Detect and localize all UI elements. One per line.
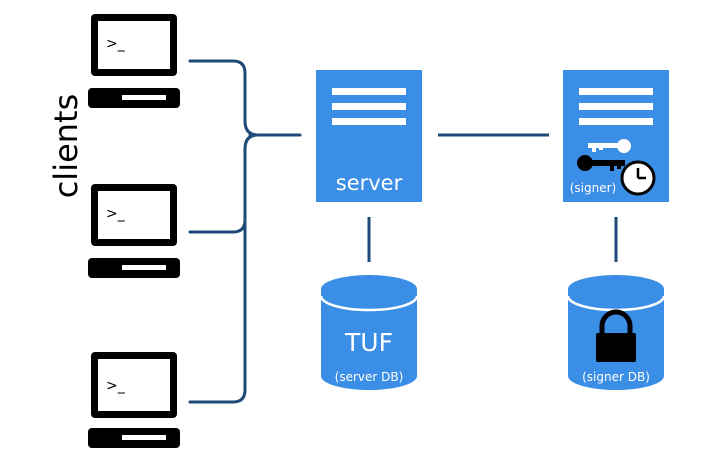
connector-client-2 — [188, 133, 260, 234]
signer-db-subtitle: (signer DB) — [582, 370, 650, 384]
signer-label: (signer) — [570, 181, 617, 195]
clock-icon — [620, 160, 656, 196]
client-terminal-2: >_ — [88, 184, 180, 278]
signer-line-3 — [579, 118, 653, 125]
padlock-body — [596, 333, 636, 362]
white-key-tooth — [599, 143, 603, 150]
server-line-2 — [332, 103, 406, 110]
terminal-prompt: >_ — [106, 378, 126, 394]
terminal-slot — [122, 95, 166, 100]
server-db: TUF (server DB) — [319, 275, 419, 390]
signer-node: (signer) — [563, 70, 669, 202]
connector-client-3 — [188, 218, 247, 404]
black-key-tooth — [610, 160, 614, 171]
server-line-1 — [332, 88, 406, 95]
signer-db: (signer DB) — [566, 275, 666, 390]
server-db-title: TUF — [344, 328, 393, 357]
server-db-rim — [319, 295, 419, 312]
server-db-body — [321, 289, 417, 390]
terminal-prompt: >_ — [106, 36, 126, 52]
key-icon — [588, 139, 631, 153]
client-terminal-1: >_ — [88, 14, 180, 108]
signer-line-1 — [579, 88, 653, 95]
server-label: server — [336, 171, 403, 195]
connector-client-1 — [188, 59, 260, 137]
key-icon — [577, 155, 625, 171]
client-terminal-3: >_ — [88, 352, 180, 448]
server-line-3 — [332, 118, 406, 125]
client-connector — [188, 59, 302, 404]
terminal-screen — [98, 359, 170, 411]
server-node: server — [316, 70, 422, 202]
terminal-prompt: >_ — [106, 206, 126, 222]
white-key-tooth — [592, 143, 596, 152]
terminal-screen — [98, 21, 170, 69]
signer-line-2 — [579, 103, 653, 110]
black-key-tooth — [617, 160, 621, 169]
terminal-slot — [122, 435, 166, 440]
terminal-screen — [98, 191, 170, 239]
padlock-icon — [596, 309, 636, 362]
white-key-shaft — [588, 143, 624, 148]
terminal-slot — [122, 265, 166, 270]
signer-db-top — [568, 275, 664, 303]
server-db-subtitle: (server DB) — [335, 370, 404, 384]
padlock-shackle — [599, 309, 633, 334]
clients-label: clients — [47, 94, 85, 199]
server-db-top — [321, 275, 417, 303]
black-key-shaft — [585, 160, 625, 166]
